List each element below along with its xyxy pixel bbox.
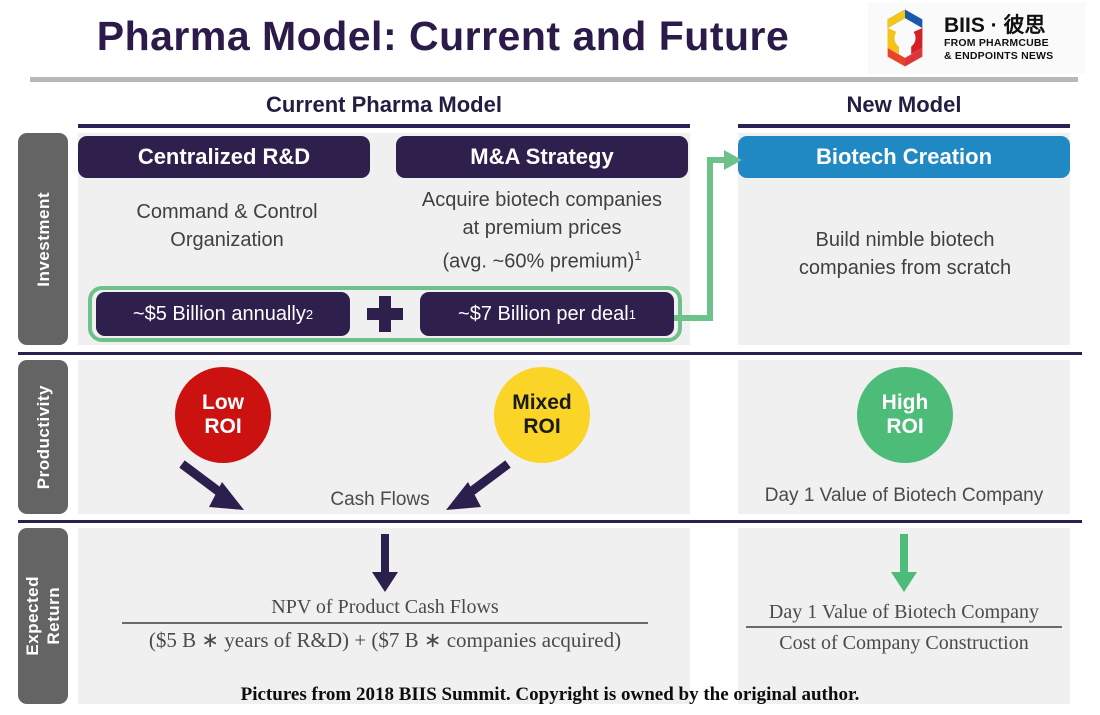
circle-high-roi: High ROI (857, 367, 953, 463)
column-underline-current (78, 124, 690, 128)
circle-high-roi-line-1: High (881, 391, 929, 414)
circle-low-roi-line-1: Low (202, 391, 244, 414)
text-build-line-1: Build nimble biotech (815, 229, 995, 251)
text-acquire-biotech: Acquire biotech companies at premium pri… (392, 186, 692, 276)
money-box-7-billion-label: ~$7 Billion per deal (458, 302, 629, 325)
footnote-copyright: Pictures from 2018 BIIS Summit. Copyrigh… (240, 684, 860, 705)
circle-low-roi: Low ROI (175, 367, 271, 463)
formula-current-numerator: NPV of Product Cash Flows (271, 596, 499, 618)
formula-new-denominator: Cost of Company Construction (779, 631, 1029, 654)
footnote-marker-3: 1 (628, 306, 636, 322)
productivity-arrows-icon (179, 460, 511, 510)
text-build-nimble: Build nimble biotech companies from scra… (742, 226, 1068, 282)
row-divider-2 (18, 520, 1082, 523)
circle-low-roi-line-2: ROI (204, 415, 242, 438)
text-build-line-2: companies from scratch (798, 257, 1012, 279)
row-label-investment: Investment (18, 133, 68, 345)
text-acquire-line-3: (avg. ~60% premium)1 (392, 242, 692, 276)
formula-new-fraction-bar (746, 626, 1062, 628)
page-title: Pharma Model: Current and Future (96, 13, 790, 59)
green-connector-arrow-icon (674, 150, 742, 321)
row-label-expected-return: Expected Return (18, 528, 68, 704)
biis-hexagon-logo-icon (887, 9, 923, 67)
circle-high-roi-line-2: ROI (886, 415, 924, 438)
footnote-marker-1: 1 (634, 248, 642, 263)
column-header-current: Current Pharma Model (266, 92, 502, 117)
logo-line-1: BIIS · 彼思 (944, 13, 1046, 37)
chip-centralized-rnd[interactable]: Centralized R&D (78, 136, 370, 178)
text-acquire-line-1: Acquire biotech companies (421, 189, 663, 211)
formula-new-numerator: Day 1 Value of Biotech Company (768, 601, 1040, 623)
label-day1-value-biotech: Day 1 Value of Biotech Company (764, 485, 1044, 506)
chip-biotech-creation[interactable]: Biotech Creation (738, 136, 1070, 178)
row-label-productivity-text: Productivity (33, 384, 53, 490)
money-box-5-billion-label: ~$5 Billion annually (132, 302, 306, 325)
header-divider (30, 77, 1078, 82)
down-arrow-dark-icon (372, 534, 398, 592)
formula-new-expected-return: Day 1 Value of Biotech Company Cost of C… (740, 601, 1068, 655)
logo-line-2: FROM PHARMCUBE (944, 36, 1049, 49)
chip-ma-strategy[interactable]: M&A Strategy (396, 136, 688, 178)
footnote-marker-2: 2 (305, 306, 314, 322)
down-arrow-green-icon (891, 534, 917, 592)
circle-mixed-roi-line-2: ROI (523, 415, 561, 438)
circle-mixed-roi: Mixed ROI (494, 367, 590, 463)
formula-current-fraction-bar (122, 622, 648, 624)
row-divider-1 (18, 352, 1082, 355)
row-label-expected-return-text: Expected Return (23, 576, 63, 656)
column-header-new: New Model (846, 92, 962, 117)
investment-total-group (88, 286, 682, 342)
circle-mixed-roi-line-1: Mixed (512, 391, 572, 414)
column-underline-new (738, 124, 1070, 128)
text-command-control: Command & Control Organization (136, 201, 318, 251)
text-acquire-line-2: at premium prices (462, 217, 622, 239)
formula-current-denominator: ($5 B ∗ years of R&D) + ($7 B ∗ companie… (148, 627, 622, 652)
logo-wordmark: BIIS · 彼思 FROM PHARMCUBE & ENDPOINTS NEW… (944, 14, 1053, 63)
biis-logo: BIIS · 彼思 FROM PHARMCUBE & ENDPOINTS NEW… (868, 2, 1086, 74)
plus-icon (367, 296, 403, 332)
formula-current-expected-return: NPV of Product Cash Flows ($5 B ∗ years … (90, 596, 680, 653)
row-label-productivity: Productivity (18, 360, 68, 514)
row-label-investment-text: Investment (33, 191, 53, 287)
text-acquire-line-3-main: (avg. ~60% premium) (442, 250, 635, 273)
logo-line-3: & ENDPOINTS NEWS (944, 49, 1054, 62)
label-cash-flows: Cash Flows (330, 489, 430, 510)
